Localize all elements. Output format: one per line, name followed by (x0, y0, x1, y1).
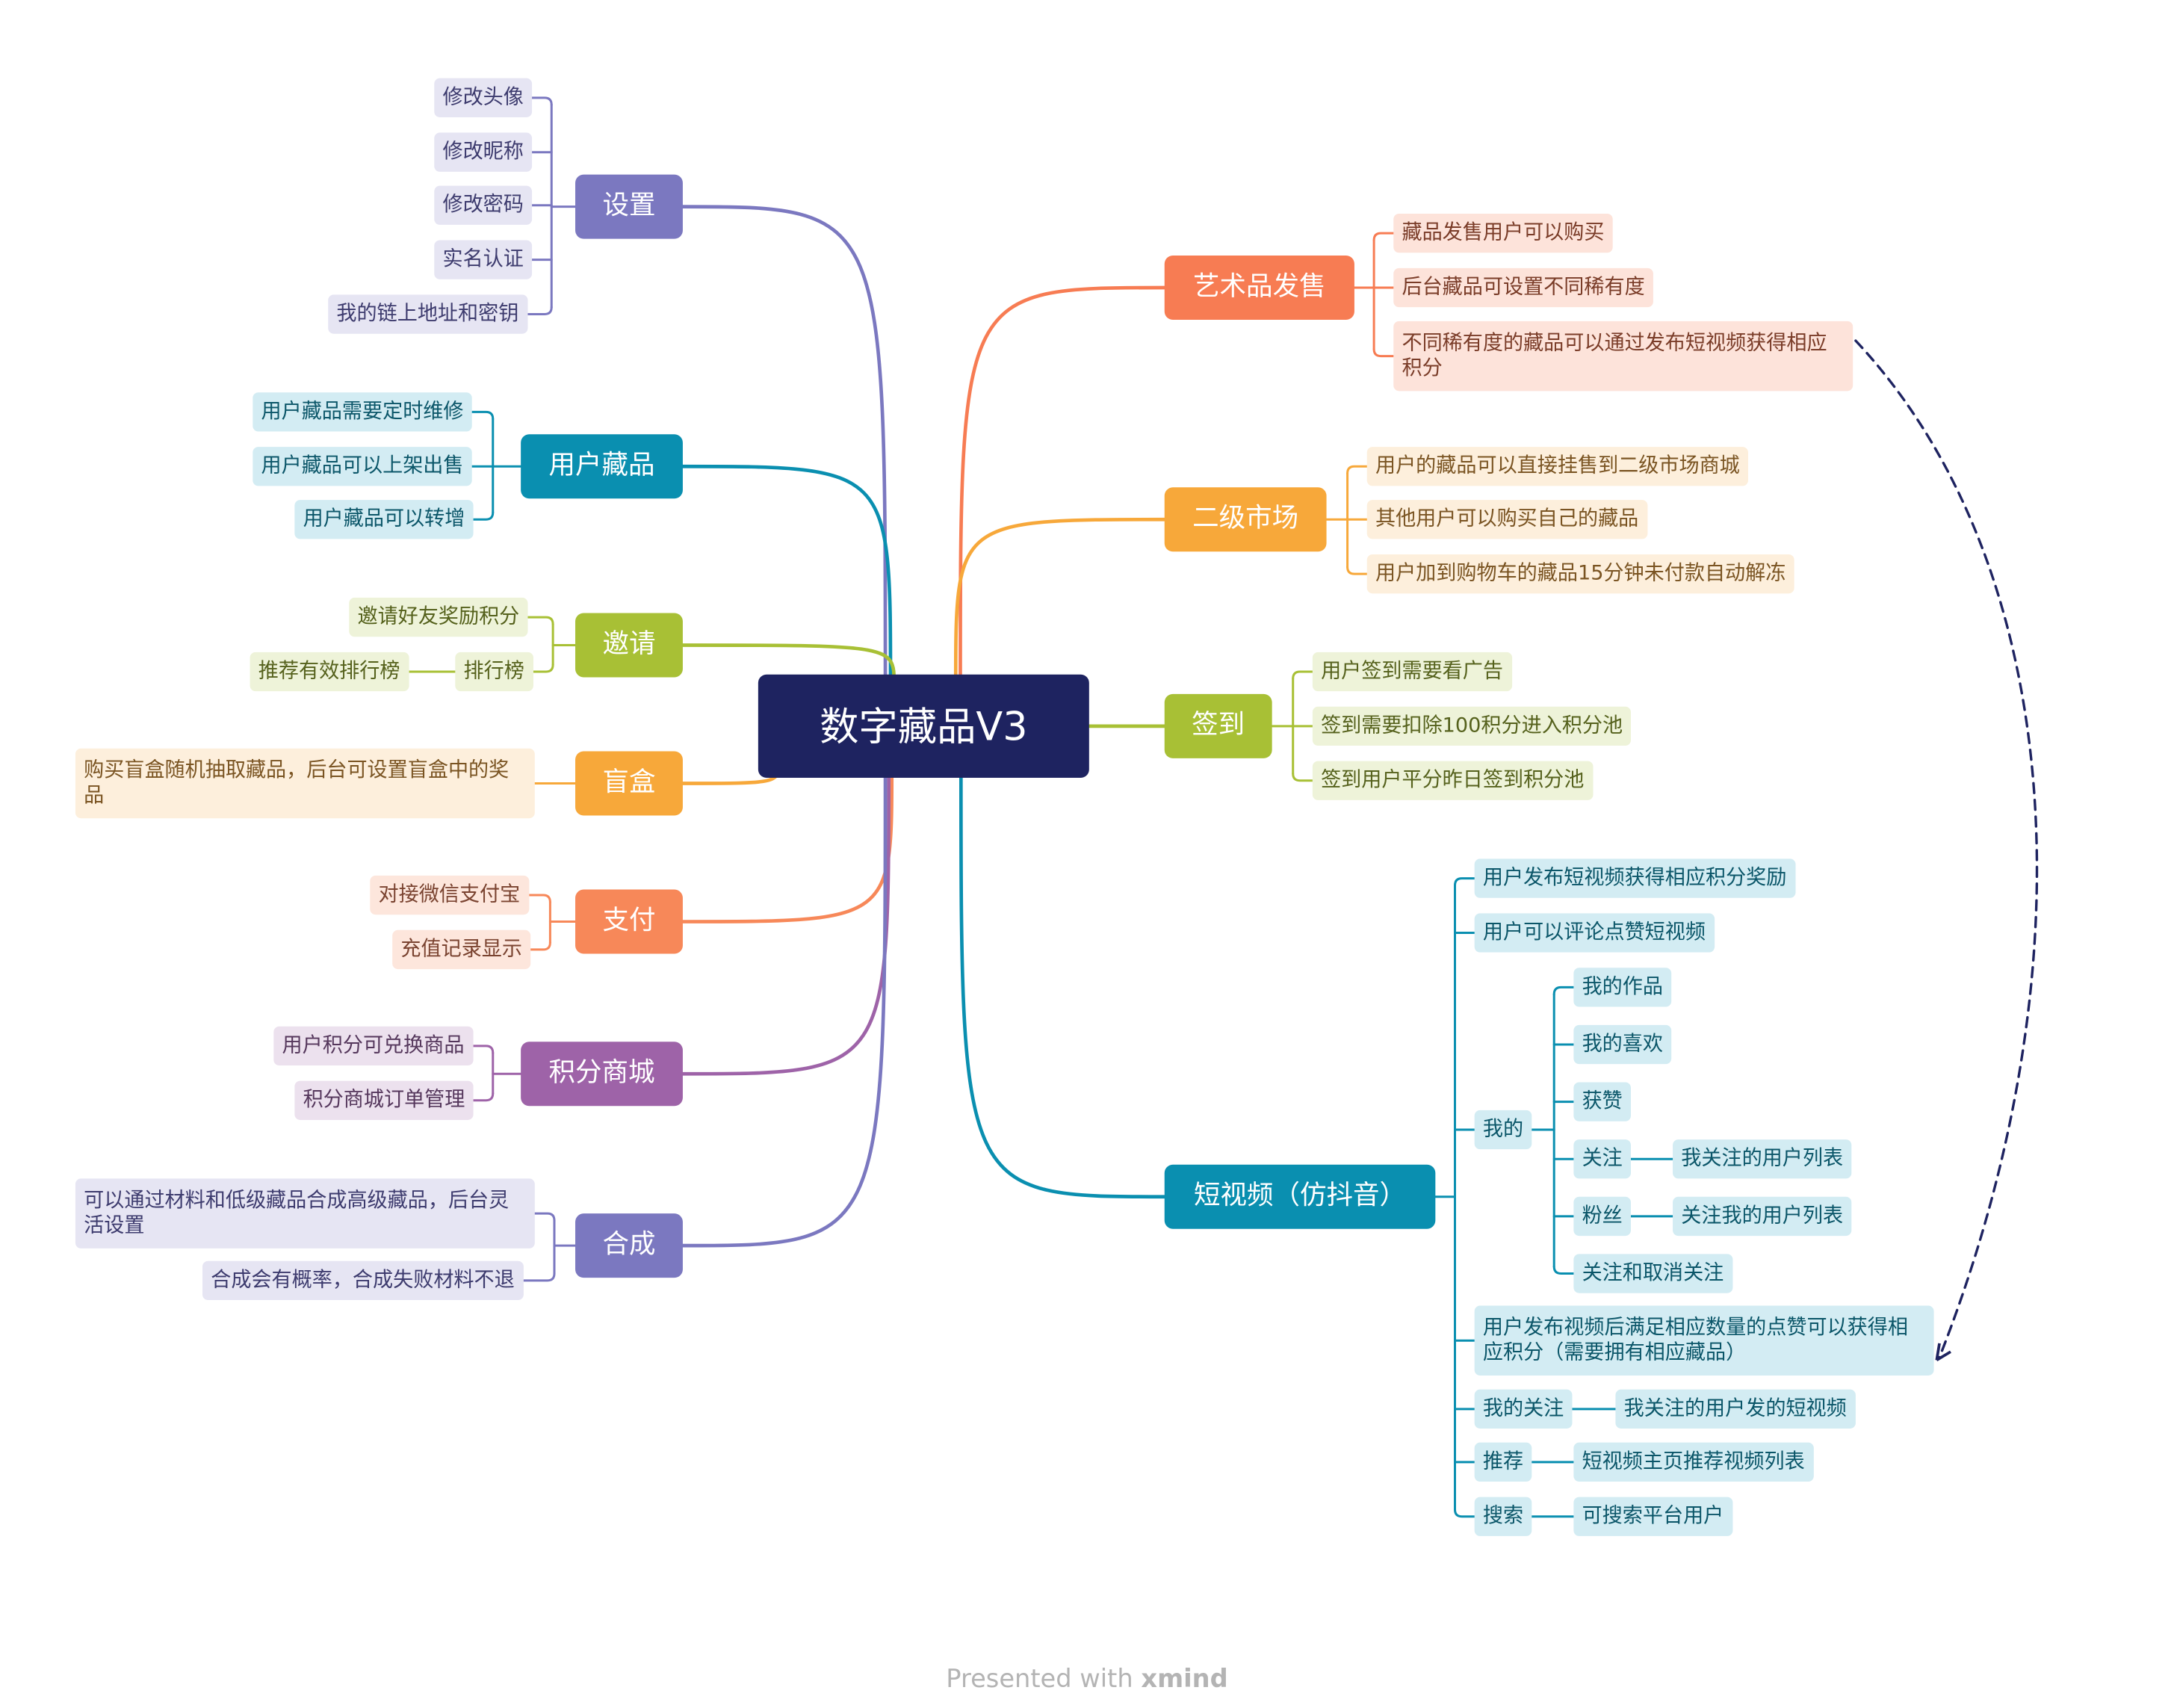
market-item[interactable]: 用户的藏品可以直接挂售到二级市场商城 (1366, 447, 1748, 486)
fans-list[interactable]: 关注我的用户列表 (1673, 1196, 1852, 1237)
topic-check-in[interactable]: 签到 (1164, 693, 1272, 758)
compose-item[interactable]: 合成会有概率，合成失败材料不退 (202, 1260, 523, 1301)
bracket-arm (1454, 877, 1476, 887)
payment-item[interactable]: 对接微信支付宝 (370, 875, 529, 915)
bracket-arm (1346, 566, 1369, 575)
branch-line (681, 766, 894, 923)
bracket-arm (530, 96, 553, 106)
topic-points-mall[interactable]: 积分商城 (521, 1042, 683, 1107)
invite-ranking[interactable]: 排行榜 (455, 652, 533, 692)
branch-line (959, 285, 1167, 687)
settings-item[interactable]: 修改密码 (434, 185, 533, 225)
art-item[interactable]: 藏品发售用户可以购买 (1393, 213, 1613, 253)
relationship-arrowhead (1935, 1343, 1951, 1362)
settings-item[interactable]: 修改昵称 (434, 132, 533, 172)
art-item[interactable]: 不同稀有度的藏品可以通过发布短视频获得相应积分 (1393, 321, 1854, 392)
bracket-arm (532, 663, 554, 673)
video-item[interactable]: 用户可以评论点赞短视频 (1474, 913, 1715, 953)
branch-line (959, 766, 1167, 1199)
branch-line (681, 643, 896, 687)
topic-invite[interactable]: 邀请 (575, 613, 683, 678)
compose-item[interactable]: 可以通过材料和低级藏品合成高级藏品，后台灵活设置 (75, 1178, 535, 1248)
central-topic[interactable]: 数字藏品V3 (758, 674, 1089, 779)
xmind-logo: xmind (1141, 1664, 1228, 1695)
mine-item[interactable]: 关注 (1573, 1139, 1631, 1179)
bracket-arm (472, 511, 495, 521)
my-follow-videos[interactable]: 我关注的用户发的短视频 (1615, 1389, 1855, 1429)
follow-list[interactable]: 我关注的用户列表 (1673, 1139, 1852, 1179)
video-mine[interactable]: 我的 (1474, 1110, 1532, 1150)
checkin-item[interactable]: 用户签到需要看广告 (1312, 652, 1512, 692)
bracket-arm (526, 616, 554, 625)
art-item[interactable]: 后台藏品可设置不同稀有度 (1393, 267, 1653, 308)
bracket-arm (472, 1092, 495, 1102)
topic-secondary-market[interactable]: 二级市场 (1164, 487, 1327, 552)
payment-item[interactable]: 充值记录显示 (392, 929, 531, 970)
bracket-arm (1346, 465, 1369, 475)
mall-item[interactable]: 用户积分可兑换商品 (273, 1026, 473, 1066)
bracket-arm (533, 1212, 556, 1222)
branch-line (681, 766, 891, 1076)
settings-item[interactable]: 我的链上地址和密钥 (328, 294, 527, 334)
topic-short-video[interactable]: 短视频（仿抖音） (1164, 1164, 1436, 1229)
invite-ranking-child[interactable]: 推荐有效排行榜 (250, 652, 409, 692)
collection-item[interactable]: 用户藏品可以上架出售 (253, 447, 472, 486)
bracket-arm (1552, 985, 1575, 996)
topic-user-collection[interactable]: 用户藏品 (521, 434, 683, 499)
settings-item[interactable]: 修改头像 (434, 78, 533, 117)
footer-prefix: Presented with (946, 1664, 1133, 1695)
checkin-item[interactable]: 签到需要扣除100积分进入积分池 (1312, 706, 1632, 746)
mall-item[interactable]: 积分商城订单管理 (294, 1080, 474, 1120)
search-users[interactable]: 可搜索平台用户 (1573, 1497, 1732, 1536)
topic-blind-box[interactable]: 盲盒 (575, 751, 683, 816)
mine-item[interactable]: 粉丝 (1573, 1196, 1631, 1237)
mine-item[interactable]: 获赞 (1573, 1082, 1631, 1121)
collection-item[interactable]: 用户藏品需要定时维修 (253, 392, 472, 432)
bracket-arm (529, 941, 551, 951)
bracket-arm (471, 410, 495, 421)
bracket-arm (527, 894, 551, 903)
checkin-item[interactable]: 签到用户平分昨日签到积分池 (1312, 761, 1593, 800)
topic-payment[interactable]: 支付 (575, 889, 683, 954)
video-recommend[interactable]: 推荐 (1474, 1442, 1532, 1482)
relationship-line (1854, 339, 2039, 1359)
mine-item[interactable]: 关注和取消关注 (1573, 1254, 1732, 1293)
topic-settings[interactable]: 设置 (575, 174, 683, 239)
bracket-arm (1292, 772, 1314, 782)
branch-line (681, 464, 893, 687)
mine-item[interactable]: 我的喜欢 (1573, 1024, 1672, 1065)
invite-item[interactable]: 邀请好友奖励积分 (349, 597, 528, 637)
bracket-arm (522, 1272, 556, 1282)
bracket-arm (472, 1045, 495, 1054)
bracket-arm (1372, 347, 1395, 358)
bracket-arm (1372, 232, 1395, 241)
video-search[interactable]: 搜索 (1474, 1497, 1532, 1536)
branch-line (681, 205, 888, 687)
branch-line (953, 517, 1167, 687)
bracket-arm (526, 306, 553, 316)
mine-item[interactable]: 我的作品 (1573, 968, 1672, 1007)
bracket-arm (1552, 1265, 1575, 1275)
video-item[interactable]: 用户发布视频后满足相应数量的点赞可以获得相应积分（需要拥有相应藏品） (1474, 1305, 1934, 1376)
topic-art-sale[interactable]: 艺术品发售 (1164, 256, 1354, 321)
blindbox-item[interactable]: 购买盲盒随机抽取藏品，后台可设置盲盒中的奖品 (75, 748, 535, 819)
video-my-follow[interactable]: 我的关注 (1474, 1389, 1573, 1429)
settings-item[interactable]: 实名认证 (434, 240, 533, 279)
recommend-list[interactable]: 短视频主页推荐视频列表 (1573, 1442, 1813, 1482)
footer-credit: Presented with xmind (0, 1665, 2174, 1694)
video-item[interactable]: 用户发布短视频获得相应积分奖励 (1474, 858, 1795, 898)
bracket-arm (1292, 670, 1314, 680)
market-item[interactable]: 其他用户可以购买自己的藏品 (1366, 500, 1647, 539)
topic-compose[interactable]: 合成 (575, 1213, 683, 1278)
collection-item[interactable]: 用户藏品可以转增 (294, 500, 474, 539)
market-item[interactable]: 用户加到购物车的藏品15分钟未付款自动解冻 (1366, 554, 1794, 594)
branch-line (681, 766, 888, 1248)
bracket-arm (1454, 1508, 1476, 1518)
